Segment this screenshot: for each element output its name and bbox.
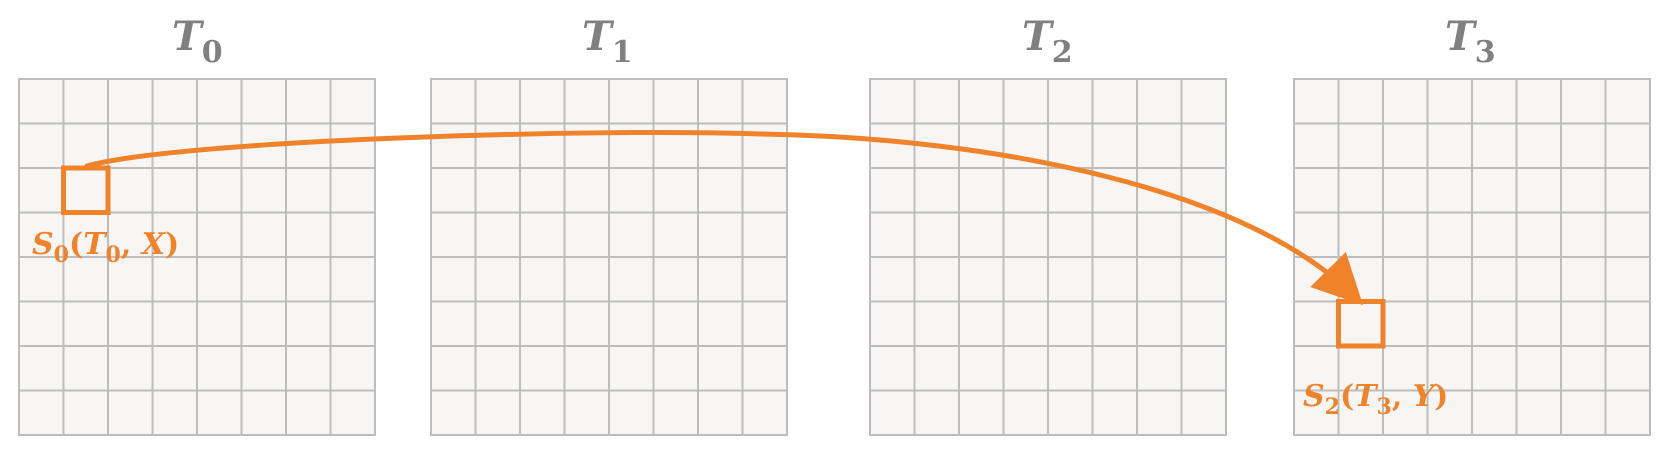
grid-t2 — [869, 78, 1227, 436]
grid-title-t3: T3 — [1445, 13, 1496, 70]
connection-arrow — [84, 129, 1364, 306]
label-s0: S0(T0, X) — [32, 227, 179, 268]
grid-t1 — [430, 78, 788, 436]
label-s2: S2(T3, Y) — [1303, 379, 1448, 420]
grid-title-t1: T1 — [582, 13, 633, 70]
grid-title-t0: T0 — [172, 13, 223, 70]
grid-title-t2: T2 — [1022, 13, 1073, 70]
highlight-cell-s0 — [61, 165, 111, 215]
highlight-cell-s2 — [1336, 299, 1386, 349]
